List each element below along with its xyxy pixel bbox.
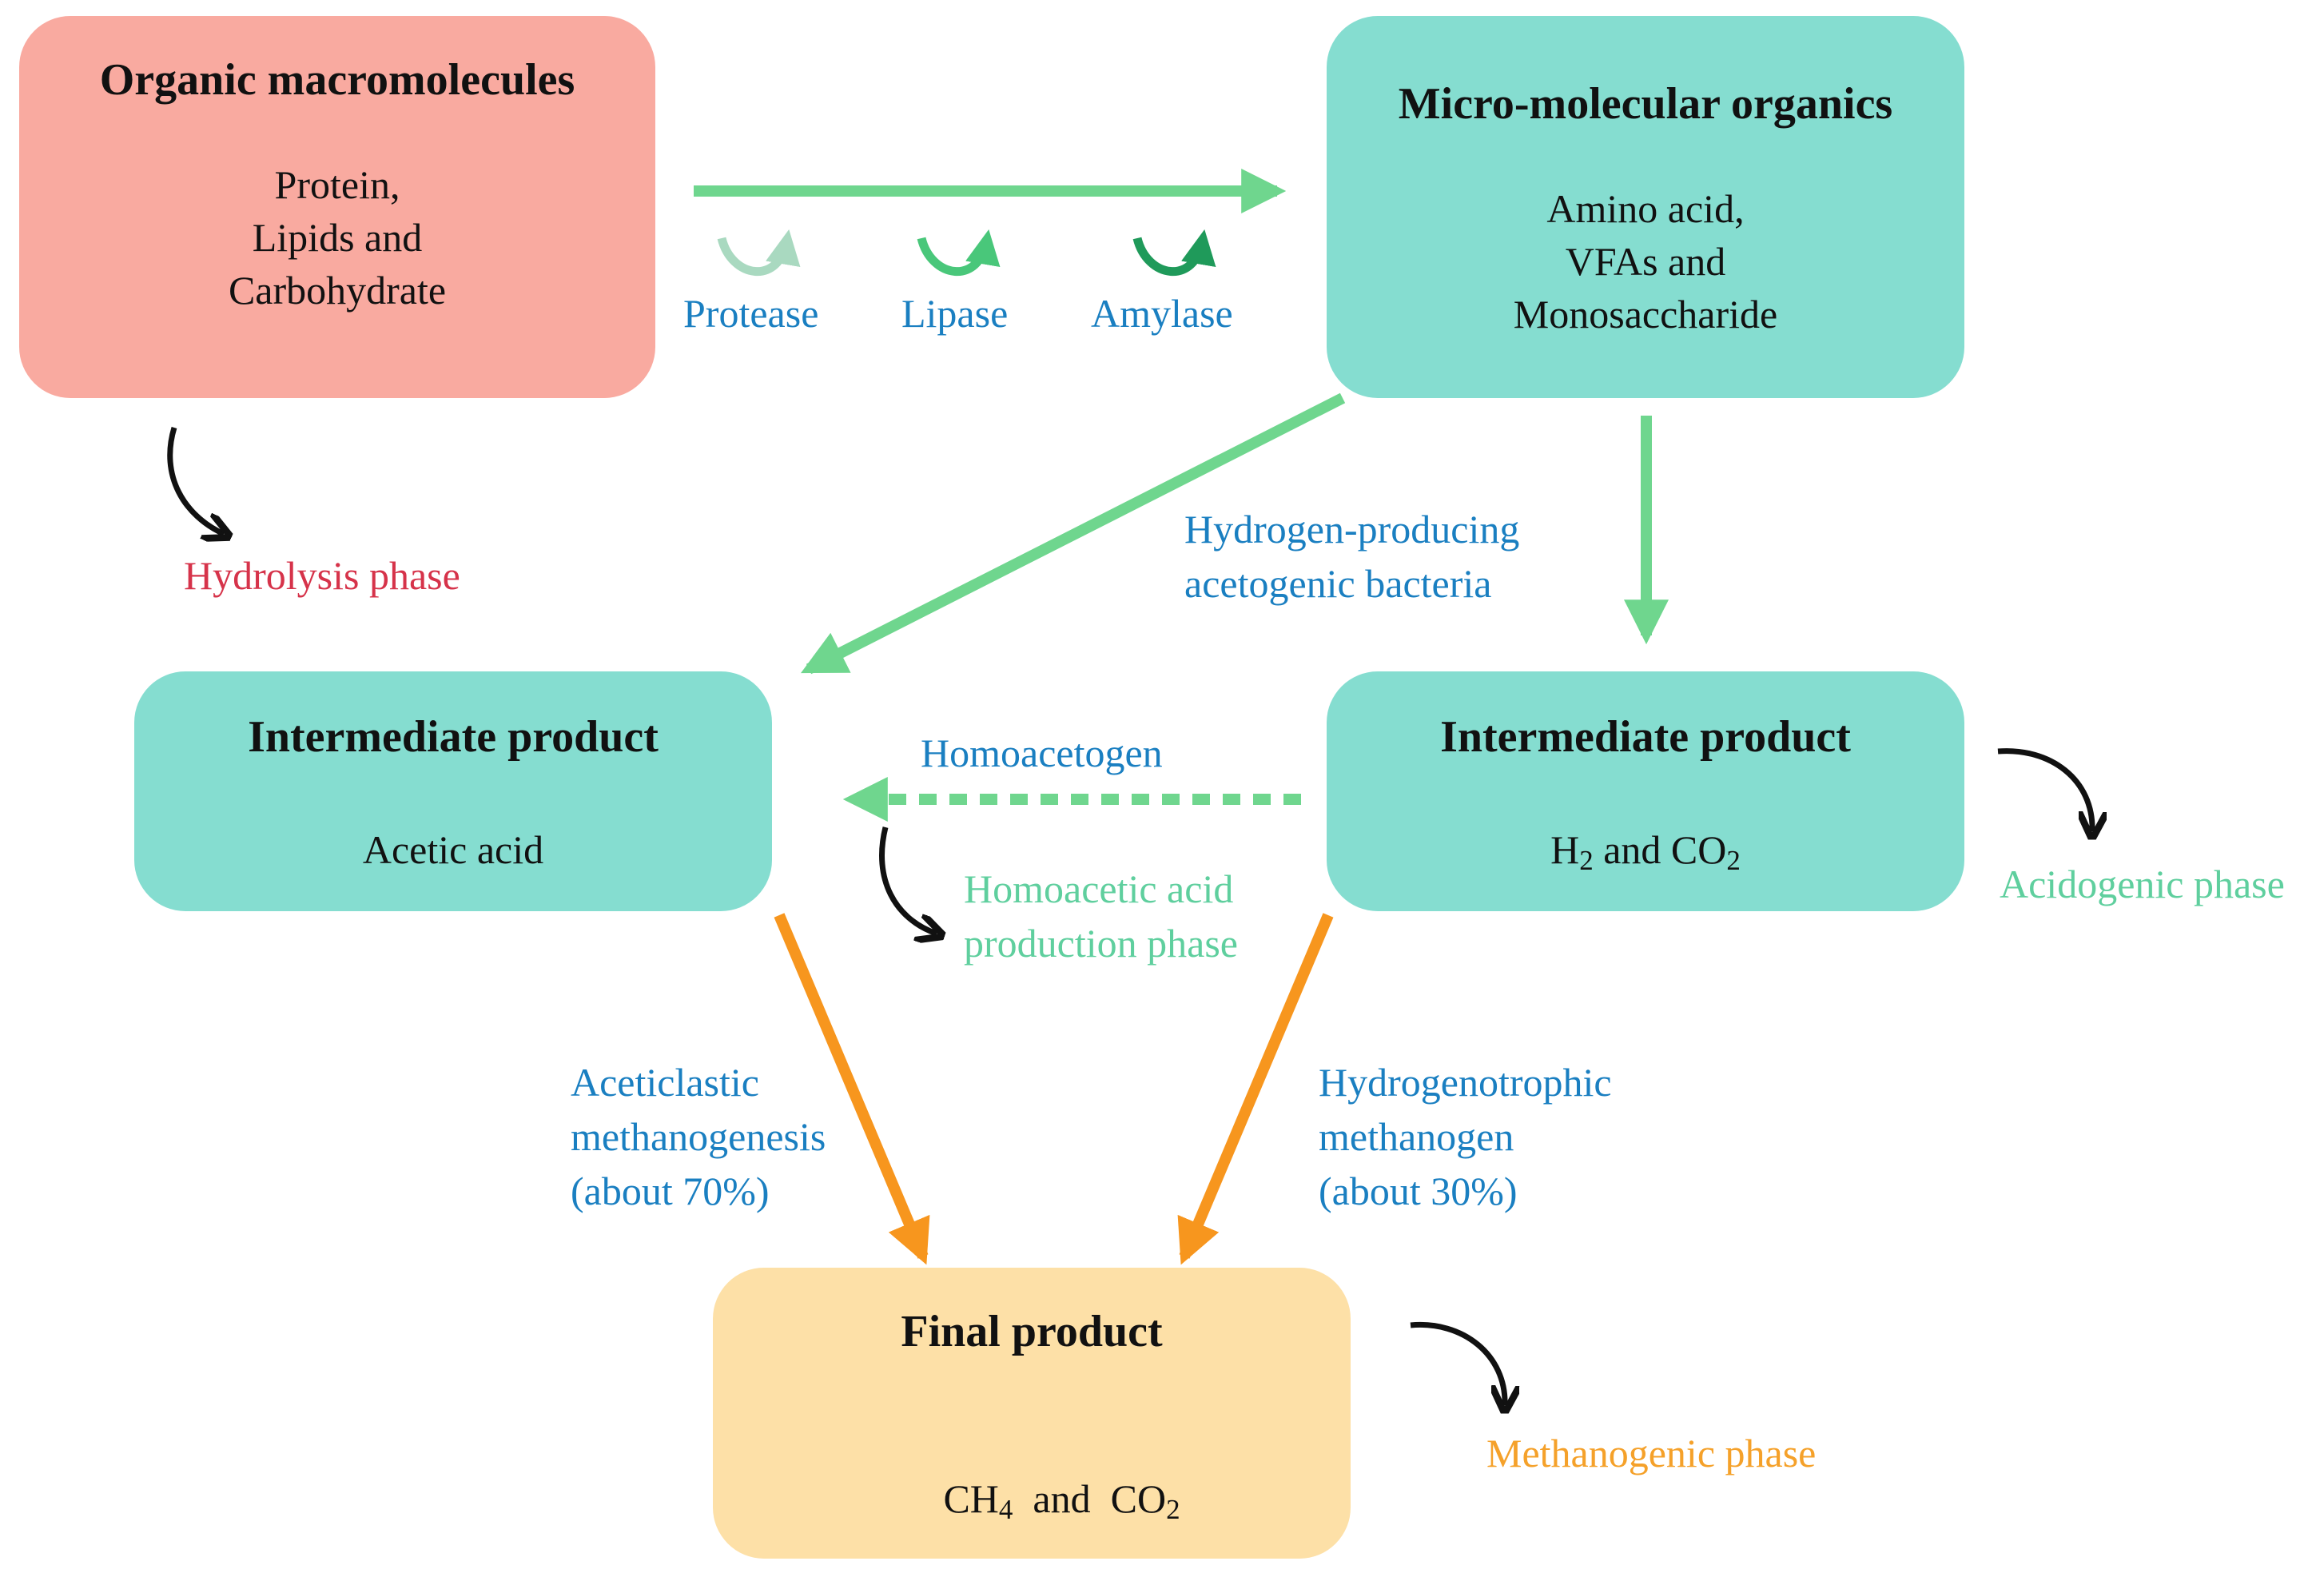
intermediate-h2-box: Intermediate product H2 and CO2: [1327, 671, 1964, 911]
organic-title: Organic macromolecules: [99, 55, 575, 105]
organic-line-2: Lipids and: [252, 215, 423, 260]
homoacetic-phase-label: Homoacetic acid production phase: [964, 866, 1238, 966]
ch4-formula: CH4 and CO2: [943, 1476, 1180, 1525]
lipase-label: Lipase: [901, 291, 1009, 336]
methanogenic-curved-arrow-icon: [1410, 1321, 1505, 1405]
intermediate-acetic-box: Intermediate product Acetic acid: [134, 671, 772, 911]
acidogenic-phase-label: Acidogenic phase: [2000, 862, 2285, 906]
amylase-enzyme-icon: [1132, 229, 1216, 276]
amylase-label: Amylase: [1091, 291, 1233, 336]
organic-line-1: Protein,: [274, 162, 400, 207]
aceticlastic-label: Aceticlastic methanogenesis (about 70%): [571, 1060, 826, 1213]
acidogenic-curved-arrow-icon: [1997, 748, 2092, 831]
final-body: CH4 and CO2: [713, 1420, 1351, 1589]
intermediate-acetic-title: Intermediate product: [248, 712, 659, 762]
final-product-box: Final product CH4 and CO2: [713, 1268, 1351, 1559]
micro-molecular-box: Micro-molecular organics Amino acid, VFA…: [1327, 16, 1964, 398]
hydrolysis-curved-arrow-icon: [167, 426, 224, 534]
organic-body: Protein, Lipids and Carbohydrate: [19, 158, 655, 317]
intermediate-h2-body: H2 and CO2: [1327, 823, 1964, 887]
hydrogenotrophic-label: Hydrogenotrophic methanogen (about 30%): [1319, 1060, 1612, 1213]
lipase-enzyme-icon: [917, 229, 1001, 276]
methanogenic-phase-label: Methanogenic phase: [1486, 1431, 1817, 1476]
micro-title: Micro-molecular organics: [1398, 79, 1893, 129]
h2-formula: H2 and CO2: [1550, 827, 1741, 876]
arrow-h2-to-final: [1177, 913, 1334, 1265]
homoacetogen-label: Homoacetogen: [921, 731, 1163, 775]
intermediate-h2-title: Intermediate product: [1440, 712, 1851, 762]
homoacetic-curved-arrow-icon: [879, 826, 937, 934]
micro-line-1: Amino acid,: [1546, 186, 1745, 231]
organic-macromolecules-box: Organic macromolecules Protein, Lipids a…: [19, 16, 655, 398]
micro-body: Amino acid, VFAs and Monosaccharide: [1327, 182, 1964, 340]
protease-label: Protease: [683, 291, 819, 336]
micro-line-3: Monosaccharide: [1513, 292, 1778, 337]
protease-enzyme-icon: [717, 229, 801, 276]
hydrogen-producing-label: Hydrogen-producing acetogenic bacteria: [1184, 507, 1520, 606]
micro-line-2: VFAs and: [1565, 239, 1726, 284]
hydrolysis-phase-label: Hydrolysis phase: [184, 553, 460, 598]
arrow-micro-to-acetic: [801, 392, 1346, 675]
intermediate-acetic-body: Acetic acid: [362, 827, 544, 872]
arrow-acetic-to-final: [774, 913, 930, 1265]
final-title: Final product: [901, 1307, 1163, 1356]
organic-line-3: Carbohydrate: [228, 268, 447, 313]
